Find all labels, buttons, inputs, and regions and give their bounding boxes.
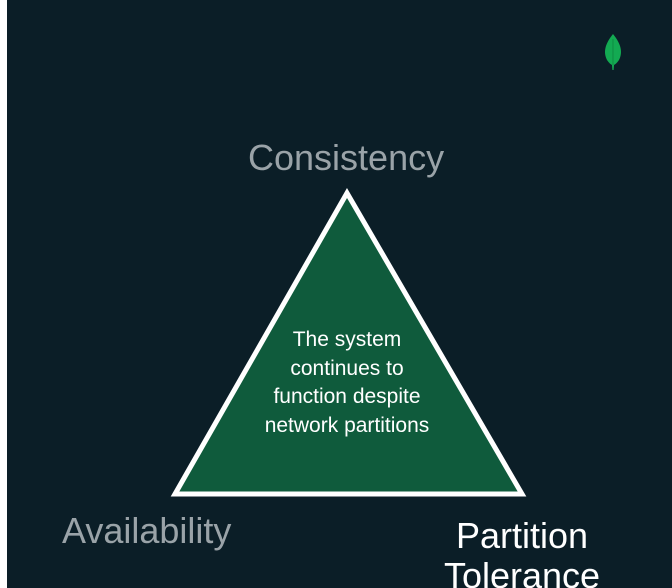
cap-triangle <box>170 187 527 497</box>
consistency-label: Consistency <box>248 137 445 178</box>
partition-tolerance-line-2: Tolerance <box>443 555 601 588</box>
description-line-3: function despite <box>273 385 421 408</box>
slide: Consistency Availability Partition Toler… <box>7 0 672 588</box>
cap-triangle-diagram <box>170 187 527 497</box>
description-line-2: continues to <box>290 356 404 380</box>
partition-tolerance-label: Partition Tolerance <box>427 516 617 588</box>
mongodb-leaf-icon <box>605 34 621 70</box>
description-line-1: The system <box>292 328 402 351</box>
partition-tolerance-line-1: Partition <box>455 515 589 556</box>
availability-label: Availability <box>62 510 232 551</box>
description-line-4: network partitions <box>264 413 430 437</box>
triangle-description: The system continues to function despite… <box>237 326 457 440</box>
